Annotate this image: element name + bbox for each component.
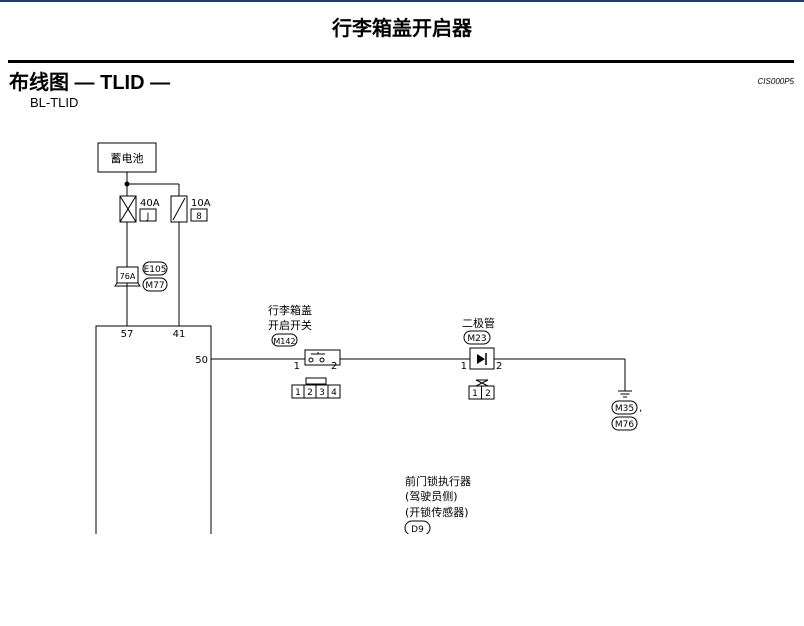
- module-pin-50: 50: [195, 355, 208, 366]
- battery-wires: [126, 172, 180, 196]
- module-pin-57: 57: [121, 329, 134, 340]
- fuse-40a-rating: 40A: [140, 198, 160, 209]
- switch-title-line2: 开启开关: [268, 318, 312, 332]
- switch-face-pin: 3: [319, 388, 325, 398]
- inline-connector-76a: 76A: [114, 266, 141, 287]
- diode-face-tab-icon: [475, 379, 489, 387]
- connector-e105: E105: [142, 261, 168, 276]
- section-title: 布线图 — TLID —: [9, 72, 171, 94]
- ground-connector-oval: [611, 416, 638, 431]
- page-title: 行李箱盖开启器: [332, 16, 472, 40]
- inline-connector-label: 76A: [120, 272, 136, 281]
- fuse-10a: 10A 8: [170, 195, 211, 223]
- ground: M35 , M76: [611, 390, 642, 431]
- battery: 蓄电池: [97, 142, 157, 173]
- door-actuator-line2: (驾驶员侧): [405, 489, 458, 503]
- door-actuator-line3: (开锁传感器): [405, 505, 469, 519]
- diode-face-pin: 1: [472, 389, 478, 399]
- diagram-code: BL-TLID: [30, 95, 79, 110]
- switch-title-line1: 行李箱盖: [268, 303, 312, 317]
- ground-connector-oval: [611, 400, 638, 415]
- fuse-10a-code: 8: [196, 212, 202, 222]
- ground-connector-2: M76: [615, 420, 634, 430]
- top-border: [0, 0, 804, 2]
- ground-separator: ,: [639, 403, 642, 414]
- diode-title: 二极管: [462, 316, 495, 330]
- door-actuator-connector-oval: [404, 520, 431, 534]
- control-module: 57 41 50: [95, 325, 212, 534]
- connector-m77-label: M77: [145, 281, 164, 291]
- switch-face-pin: 1: [295, 388, 301, 398]
- signal-wire: [211, 358, 626, 391]
- document-code: CIS000P5: [757, 77, 794, 86]
- door-actuator-line1: 前门锁执行器: [405, 474, 471, 488]
- diode-face-pin: 2: [485, 389, 491, 399]
- diode-pin-2: 2: [496, 361, 502, 372]
- door-lock-actuator: 前门锁执行器 (驾驶员侧) (开锁传感器) D9: [404, 474, 471, 535]
- diode-symbol-icon: [477, 354, 485, 364]
- door-actuator-connector: D9: [411, 525, 424, 535]
- diode-pin-1: 1: [461, 361, 467, 372]
- switch-connector-oval: [271, 333, 298, 347]
- diode: 二极管 M23 1 2 1 2: [461, 316, 502, 400]
- fuse-40a: 40A J: [119, 195, 160, 223]
- section-rule: [8, 60, 794, 63]
- fuse-40a-code: J: [146, 212, 150, 222]
- ground-connector-1: M35: [615, 404, 634, 414]
- power-wires: [126, 222, 180, 326]
- fuse-10a-rating: 10A: [191, 198, 211, 209]
- switch-pin-2: 2: [331, 361, 337, 372]
- ground-icon: [618, 390, 632, 398]
- switch-face-pin: 4: [331, 388, 337, 398]
- diode-connector-oval: [463, 330, 491, 345]
- trunk-lid-opener-switch: 行李箱盖 开启开关 M142 1 2 1 2 3 4: [268, 303, 341, 399]
- connector-m77: M77: [142, 277, 168, 292]
- switch-face-pin: 2: [307, 388, 313, 398]
- switch-connector-label: M142: [273, 337, 295, 346]
- splice-dot: [124, 181, 130, 187]
- battery-label: 蓄电池: [111, 152, 144, 165]
- diode-connector-label: M23: [467, 334, 486, 344]
- connector-e105-label: E105: [144, 265, 167, 275]
- switch-pin-1: 1: [294, 361, 300, 372]
- module-pin-41: 41: [173, 329, 186, 340]
